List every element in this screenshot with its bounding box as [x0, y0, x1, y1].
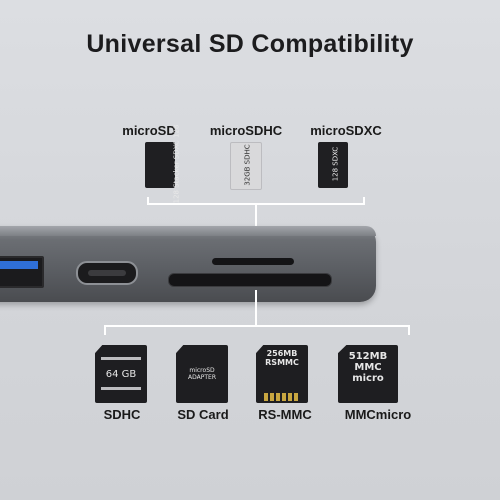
- sd-slot-icon: [168, 273, 332, 287]
- bottom-connector: [255, 290, 257, 326]
- label-microsd: microSD: [122, 123, 176, 138]
- rs-mmc-card-icon: 256MB RSMMC: [256, 345, 308, 403]
- sdhc-card-icon: 64 GB: [95, 345, 147, 403]
- bottom-bracket-horizontal: [104, 325, 410, 327]
- page-title: Universal SD Compatibility: [86, 30, 414, 58]
- usb-hub-top-edge: [0, 226, 376, 236]
- label-sd-card: SD Card: [177, 407, 229, 422]
- microsdhc-card-icon: 32GB SDHC: [230, 142, 262, 190]
- label-microsdhc: microSDHC: [209, 123, 283, 138]
- label-microsdxc: microSDXC: [310, 123, 382, 138]
- usb-hub-body: [0, 226, 376, 302]
- microsd-slot-icon: [212, 258, 294, 265]
- label-sdhc: SDHC: [103, 407, 141, 422]
- usb-c-port-icon: [76, 261, 138, 285]
- sd-card-icon: microSD ADAPTER: [176, 345, 228, 403]
- mmcmicro-card-icon: 512MB MMC micro: [338, 345, 398, 403]
- top-bracket-left: [147, 197, 149, 205]
- usb-a-port-icon: [0, 256, 44, 288]
- bottom-bracket-right: [408, 325, 410, 335]
- bottom-bracket-left: [104, 325, 106, 335]
- microsdxc-card-icon: 128 SDXC: [318, 142, 348, 188]
- label-rs-mmc: RS-MMC: [258, 407, 312, 422]
- label-mmcmicro: MMCmicro: [344, 407, 412, 422]
- microsd-card-icon: 128 Stacker SDXC 128: [145, 125, 180, 203]
- top-bracket-right: [363, 197, 365, 205]
